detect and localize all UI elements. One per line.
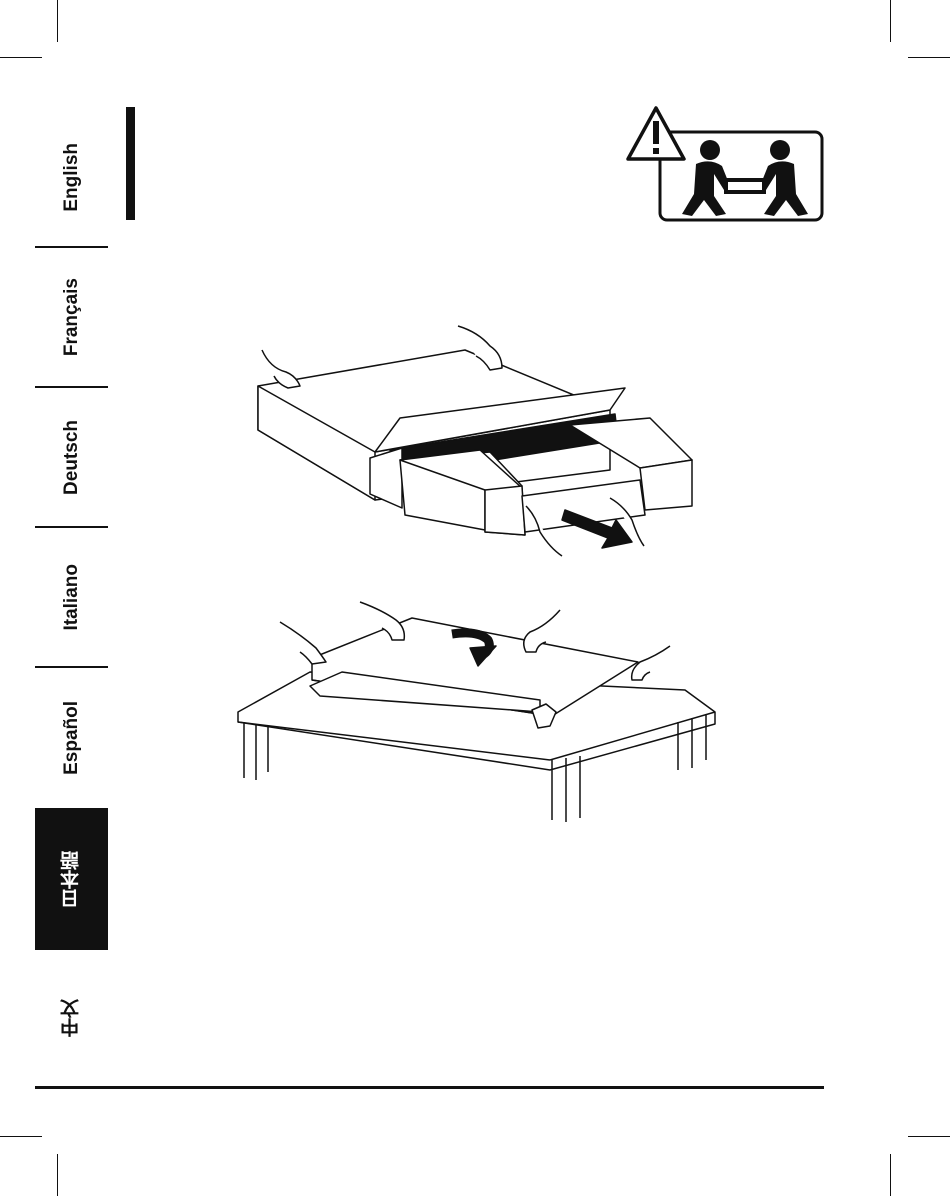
crop-mark <box>0 1136 42 1137</box>
tab-espanol[interactable]: Español <box>35 668 108 808</box>
crop-mark <box>57 1154 58 1196</box>
tab-chinese-label: 中文 <box>58 999 85 1037</box>
tab-japanese[interactable]: 日本語 <box>35 808 108 950</box>
two-person-lift-warning-icon <box>626 104 826 224</box>
language-sidebar: English Français Deutsch Italiano Españo… <box>0 0 120 1100</box>
tab-english-label: English <box>61 143 83 212</box>
unbox-illustration <box>240 310 720 570</box>
tab-espanol-label: Español <box>61 701 83 775</box>
crop-mark <box>908 57 950 58</box>
crop-mark <box>908 1136 950 1137</box>
tab-italiano[interactable]: Italiano <box>35 528 108 666</box>
tab-italiano-label: Italiano <box>61 564 83 631</box>
tab-francais[interactable]: Français <box>35 248 108 386</box>
tab-english[interactable]: English <box>35 108 108 246</box>
crop-mark <box>890 1154 891 1196</box>
tab-deutsch[interactable]: Deutsch <box>35 388 108 526</box>
tab-francais-label: Français <box>61 278 83 356</box>
tab-japanese-label: 日本語 <box>58 851 85 908</box>
section-marker-bar <box>126 107 135 220</box>
crop-mark <box>890 0 891 42</box>
bottom-rule <box>35 1086 824 1089</box>
tab-chinese[interactable]: 中文 <box>35 950 108 1086</box>
tab-deutsch-label: Deutsch <box>61 420 83 495</box>
lower-onto-table-illustration <box>230 600 730 830</box>
